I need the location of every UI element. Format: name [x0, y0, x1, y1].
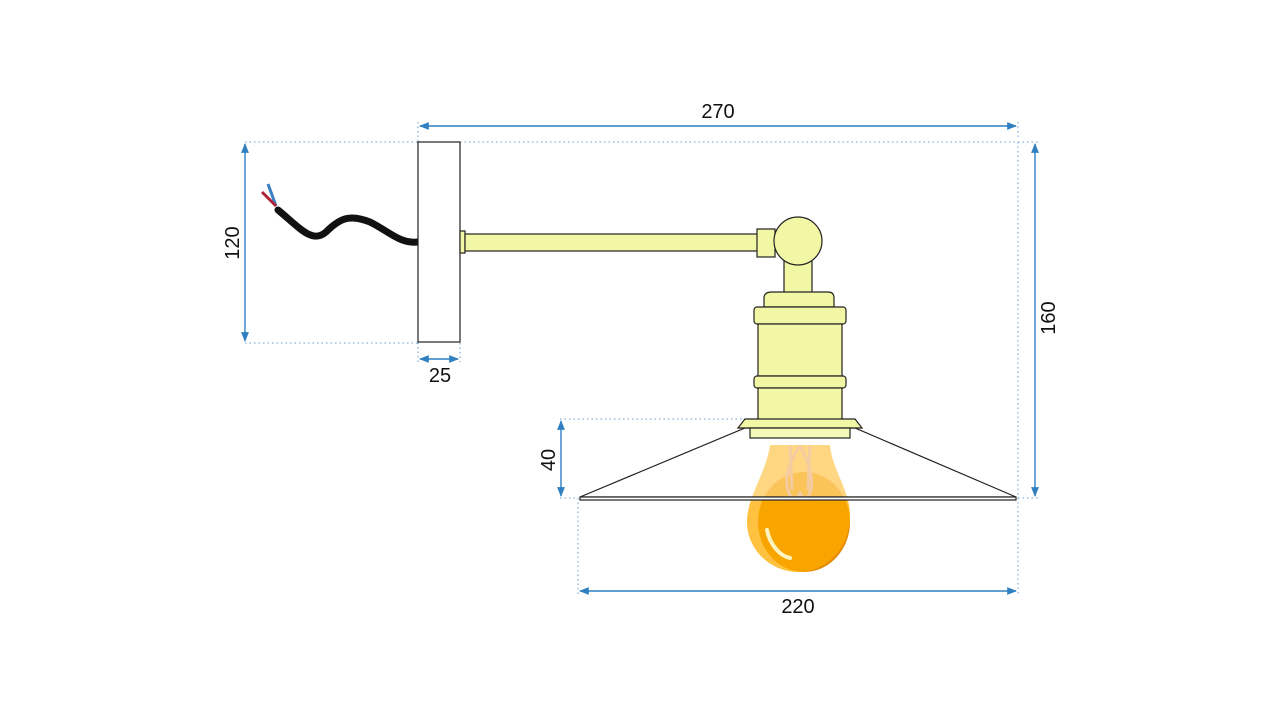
dimension-lines [241, 122, 1039, 595]
wire-red [260, 190, 278, 208]
dimension-label-270: 270 [701, 101, 734, 123]
dimension-label-120: 120 [222, 226, 244, 259]
power-cable [260, 183, 422, 246]
wire-blue [266, 183, 278, 207]
swivel-joint [773, 216, 823, 295]
wall-backplate [417, 141, 461, 343]
bulb-socket [753, 291, 847, 421]
lamp-shade [579, 418, 1017, 501]
dimension-label-220: 220 [781, 596, 814, 618]
dimension-label-160: 160 [1038, 301, 1060, 334]
dimension-label-25: 25 [429, 365, 451, 387]
lamp-arm [459, 228, 776, 258]
extension-guides [245, 122, 1040, 595]
dimension-label-40: 40 [538, 449, 560, 471]
